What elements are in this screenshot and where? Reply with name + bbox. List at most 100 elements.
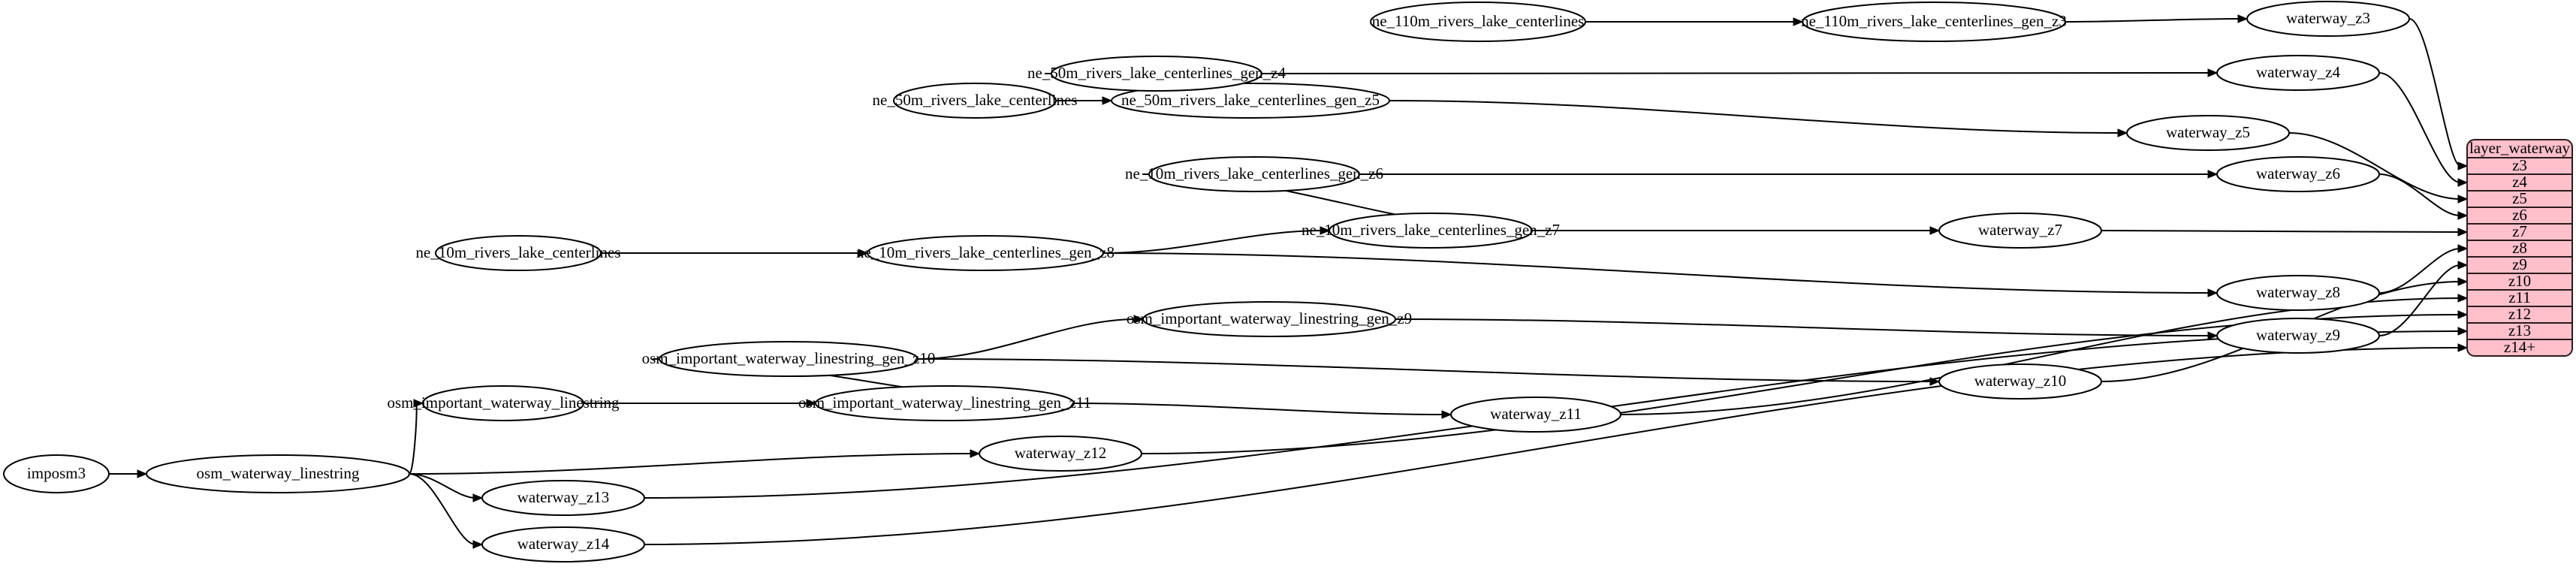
node-shape [2216,275,2380,311]
node-label: waterway_z7 [1978,221,2062,239]
edge-arrow-icon [472,493,484,502]
graph-node-w_z4[interactable]: waterway_z4 [2216,55,2380,91]
graph-node-ne10_z8[interactable]: ne_10m_rivers_lake_centerlines_gen_z8 [856,235,1115,271]
graph-node-osm_imp_z11[interactable]: osm_important_waterway_linestring_gen_z1… [798,385,1091,421]
graph-edge [2288,132,2461,200]
table-row-z14plus [2467,339,2572,356]
graph-node-w_z5[interactable]: waterway_z5 [2126,115,2290,151]
node-shape [1148,156,1360,192]
node-label: osm_important_waterway_linestring_gen_z9 [1127,309,1412,327]
graph-edge [2101,230,2461,233]
node-label: osm_important_waterway_linestring_gen_z1… [798,394,1091,412]
table-row-z4-label: z4 [2512,173,2527,191]
graph-node-w_z7[interactable]: waterway_z7 [1938,213,2102,249]
graph-node-w_z6[interactable]: waterway_z6 [2216,156,2380,192]
graph-node-w_z8[interactable]: waterway_z8 [2216,275,2380,311]
graph-node-w_z9[interactable]: waterway_z9 [2216,318,2380,354]
graph-node-w_z3[interactable]: waterway_z3 [2246,1,2410,37]
edge-arrow-icon [2457,310,2469,319]
node-shape [1802,2,2066,42]
graph-edge [1389,100,2121,134]
node-label: ne_10m_rivers_lake_centerlines [416,243,621,261]
node-shape [2246,1,2410,37]
table-row-z14plus-label: z14+ [2504,338,2535,356]
graph-edge [917,358,1933,382]
graph-edge [2378,72,2461,183]
edge-arrow-icon [970,449,981,458]
node-label: osm_important_waterway_linestring [387,394,620,412]
node-label: waterway_z5 [2166,123,2250,141]
node-label: ne_50m_rivers_lake_centerlines [873,91,1078,109]
edge-arrow-icon [1102,96,1113,105]
edge-arrow-icon [2457,195,2469,204]
graph-node-ne50[interactable]: ne_50m_rivers_lake_centerlines [873,83,1078,119]
edge-arrow-icon [2457,178,2469,187]
node-label: waterway_z4 [2256,63,2340,81]
edge-arrow-icon [2457,327,2469,336]
graph-node-ne10_z7[interactable]: ne_10m_rivers_lake_centerlines_gen_z7 [1302,213,1560,249]
table-row-z13-label: z13 [2508,321,2531,339]
node-shape [146,454,410,493]
edge-arrow-icon [2207,288,2219,297]
graph-edge [1102,252,2211,294]
graph-edge [1395,318,2211,336]
edge-arrow-icon [472,540,484,549]
graph-edge [644,347,2461,545]
node-shape [2216,318,2380,354]
table-row-z9-label: z9 [2512,255,2527,273]
node-label: ne_10m_rivers_lake_centerlines_gen_z8 [856,243,1115,261]
node-label: ne_110m_rivers_lake_centerlines [1372,12,1585,30]
table-row-z10-label: z10 [2508,272,2531,290]
node-shape [1938,213,2102,249]
node-shape [659,341,918,377]
node-label: waterway_z14 [517,535,610,553]
edge-arrow-icon [1441,410,1452,419]
graph-node-ne110[interactable]: ne_110m_rivers_lake_centerlines [1370,2,1586,42]
graph-edge [1261,72,2211,74]
graph-node-w_z10[interactable]: waterway_z10 [1938,363,2102,400]
node-shape [1051,56,1262,92]
graph-edge [1102,230,1323,254]
node-shape [893,83,1057,119]
edge-arrow-icon [2207,170,2219,179]
graph-edge [1073,403,1445,415]
node-label: osm_waterway_linestring [197,464,360,482]
node-label: waterway_z8 [2256,283,2340,301]
graph-node-w_z12[interactable]: waterway_z12 [979,436,1142,472]
node-label: ne_10m_rivers_lake_centerlines_gen_z6 [1125,164,1383,182]
edge-arrow-icon [2457,161,2469,170]
graph-node-w_z11[interactable]: waterway_z11 [1450,397,1621,433]
node-label: ne_10m_rivers_lake_centerlines_gen_z7 [1302,221,1560,239]
edge-arrow-icon [2207,68,2219,77]
graph-node-ne50_z4[interactable]: ne_50m_rivers_lake_centerlines_gen_z4 [1027,56,1286,92]
edge-arrow-icon [2457,261,2469,270]
graph-node-imposm3[interactable]: imposm3 [3,454,110,493]
graph-edge [2378,264,2461,336]
graph-node-osm_imp_ws[interactable]: osm_important_waterway_linestring [387,385,620,421]
graph-node-ne110_z3[interactable]: ne_110m_rivers_lake_centerlines_gen_z3 [1801,2,2067,42]
graph-node-osm_imp_z9[interactable]: osm_important_waterway_linestring_gen_z9 [1127,301,1412,337]
graph-node-ne50_z5[interactable]: ne_50m_rivers_lake_centerlines_gen_z5 [1111,83,1390,119]
node-label: osm_important_waterway_linestring_gen_z1… [642,349,936,367]
node-shape [481,526,645,562]
graph-node-w_z14[interactable]: waterway_z14 [481,526,645,562]
edge-arrow-icon [2237,14,2249,23]
graph-node-w_z13[interactable]: waterway_z13 [481,480,645,516]
graph-node-ne10[interactable]: ne_10m_rivers_lake_centerlines [416,235,621,271]
node-shape [1370,2,1586,42]
edge-arrow-icon [1929,226,1941,235]
edge-arrow-icon [1793,17,1804,26]
edge-arrow-icon [2457,244,2469,253]
edge-arrow-icon [1133,315,1145,324]
graph-node-ne10_z6[interactable]: ne_10m_rivers_lake_centerlines_gen_z6 [1125,156,1383,192]
node-shape [979,436,1142,472]
graph-node-osm_imp_z10[interactable]: osm_important_waterway_linestring_gen_z1… [642,341,936,377]
node-label: waterway_z9 [2256,326,2340,344]
node-label: waterway_z13 [517,488,609,506]
edge-arrow-icon [2457,294,2469,303]
node-shape [2216,55,2380,91]
graph-node-osm_waterway[interactable]: osm_waterway_linestring [146,454,410,493]
node-shape [1329,213,1533,249]
node-label: waterway_z12 [1015,444,1106,462]
